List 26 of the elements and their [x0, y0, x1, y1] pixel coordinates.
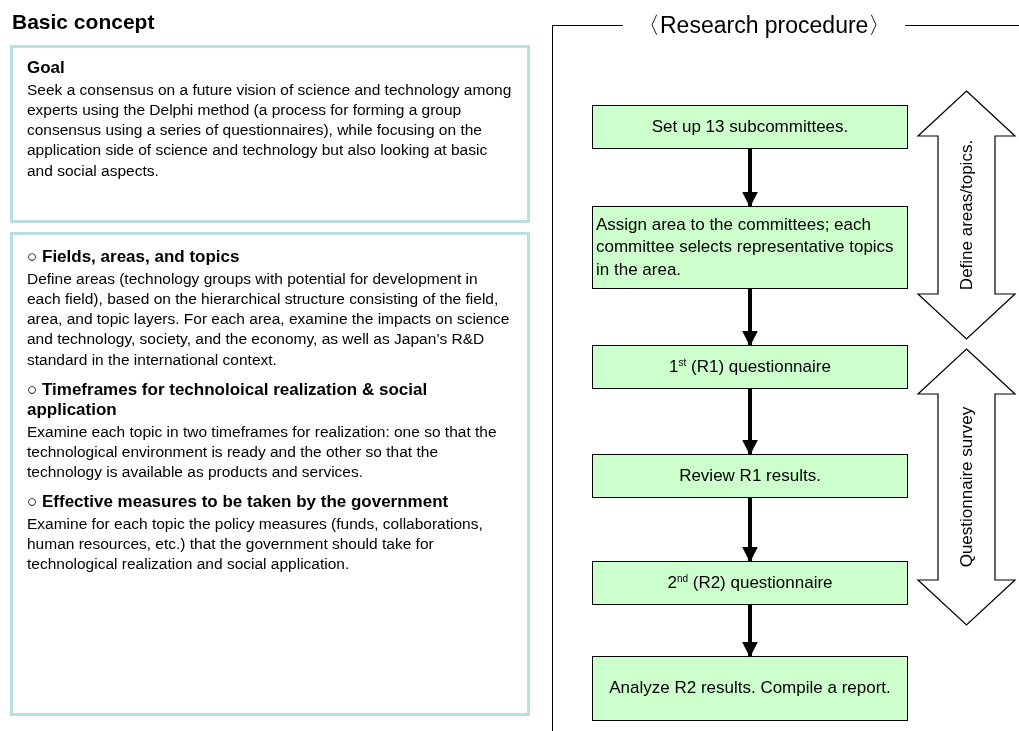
panel-heading: ○ Timeframes for technoloical realization & social application: [27, 379, 429, 420]
arrow: [742, 149, 758, 208]
process-box: 2$^{nd}$ (R2) questionnaire: [592, 561, 908, 605]
process-box: Analyze R2 results. Compile a report.: [592, 656, 908, 721]
arrow: [742, 605, 758, 658]
text-panel: [10, 45, 530, 223]
arrow: [742, 289, 758, 347]
arrow: [742, 389, 758, 456]
panel-text: Define areas (technology groups with potential for development in each field), based on the hierarchical structure consisting of the field, area, and topic layers. For each area, examine the impacts on science and technology, society, and the economy, as well as Japan’s R&D standard in the international context.: [27, 269, 511, 370]
process-box: Set up 13 subcommittees.: [592, 105, 908, 149]
phase-label: Define areas/topics.: [956, 139, 977, 291]
panel-text: Seek a consensus on a future vision of science and technology among experts using the Delphi method (a process for forming a group consensus using a series of questionnaires), while focusing on the application side of science and technology but also looking at basic and social aspects.: [27, 80, 513, 181]
text-panel: [10, 232, 530, 716]
process-box: 1$^{st}$ (R1) questionnaire: [592, 345, 908, 389]
section-heading: Basic concept: [12, 10, 155, 34]
phase-label: Questionnaire survey: [956, 406, 977, 568]
panel-text: Examine each topic in two timeframes for realization: one so that the technological environment is ready and the other so that the technology is available as products and services.: [27, 421, 498, 482]
arrow: [742, 498, 758, 563]
panel-text: Examine for each topic the policy measures (funds, collaborations, human resources, etc.) that the government should take for technological realization and social application.: [27, 514, 484, 575]
double-arrow: [918, 91, 1015, 339]
panel-heading: ○ Fields, areas, and topics: [27, 247, 241, 267]
process-box: Review R1 results.: [592, 454, 908, 498]
panel-heading: Goal: [27, 58, 66, 78]
panel-heading: ○ Effective measures to be taken by the government: [27, 492, 450, 513]
process-box: Assign area to the committees; each committee selects representative topics in the area.: [592, 206, 908, 289]
double-arrow: [918, 349, 1015, 625]
